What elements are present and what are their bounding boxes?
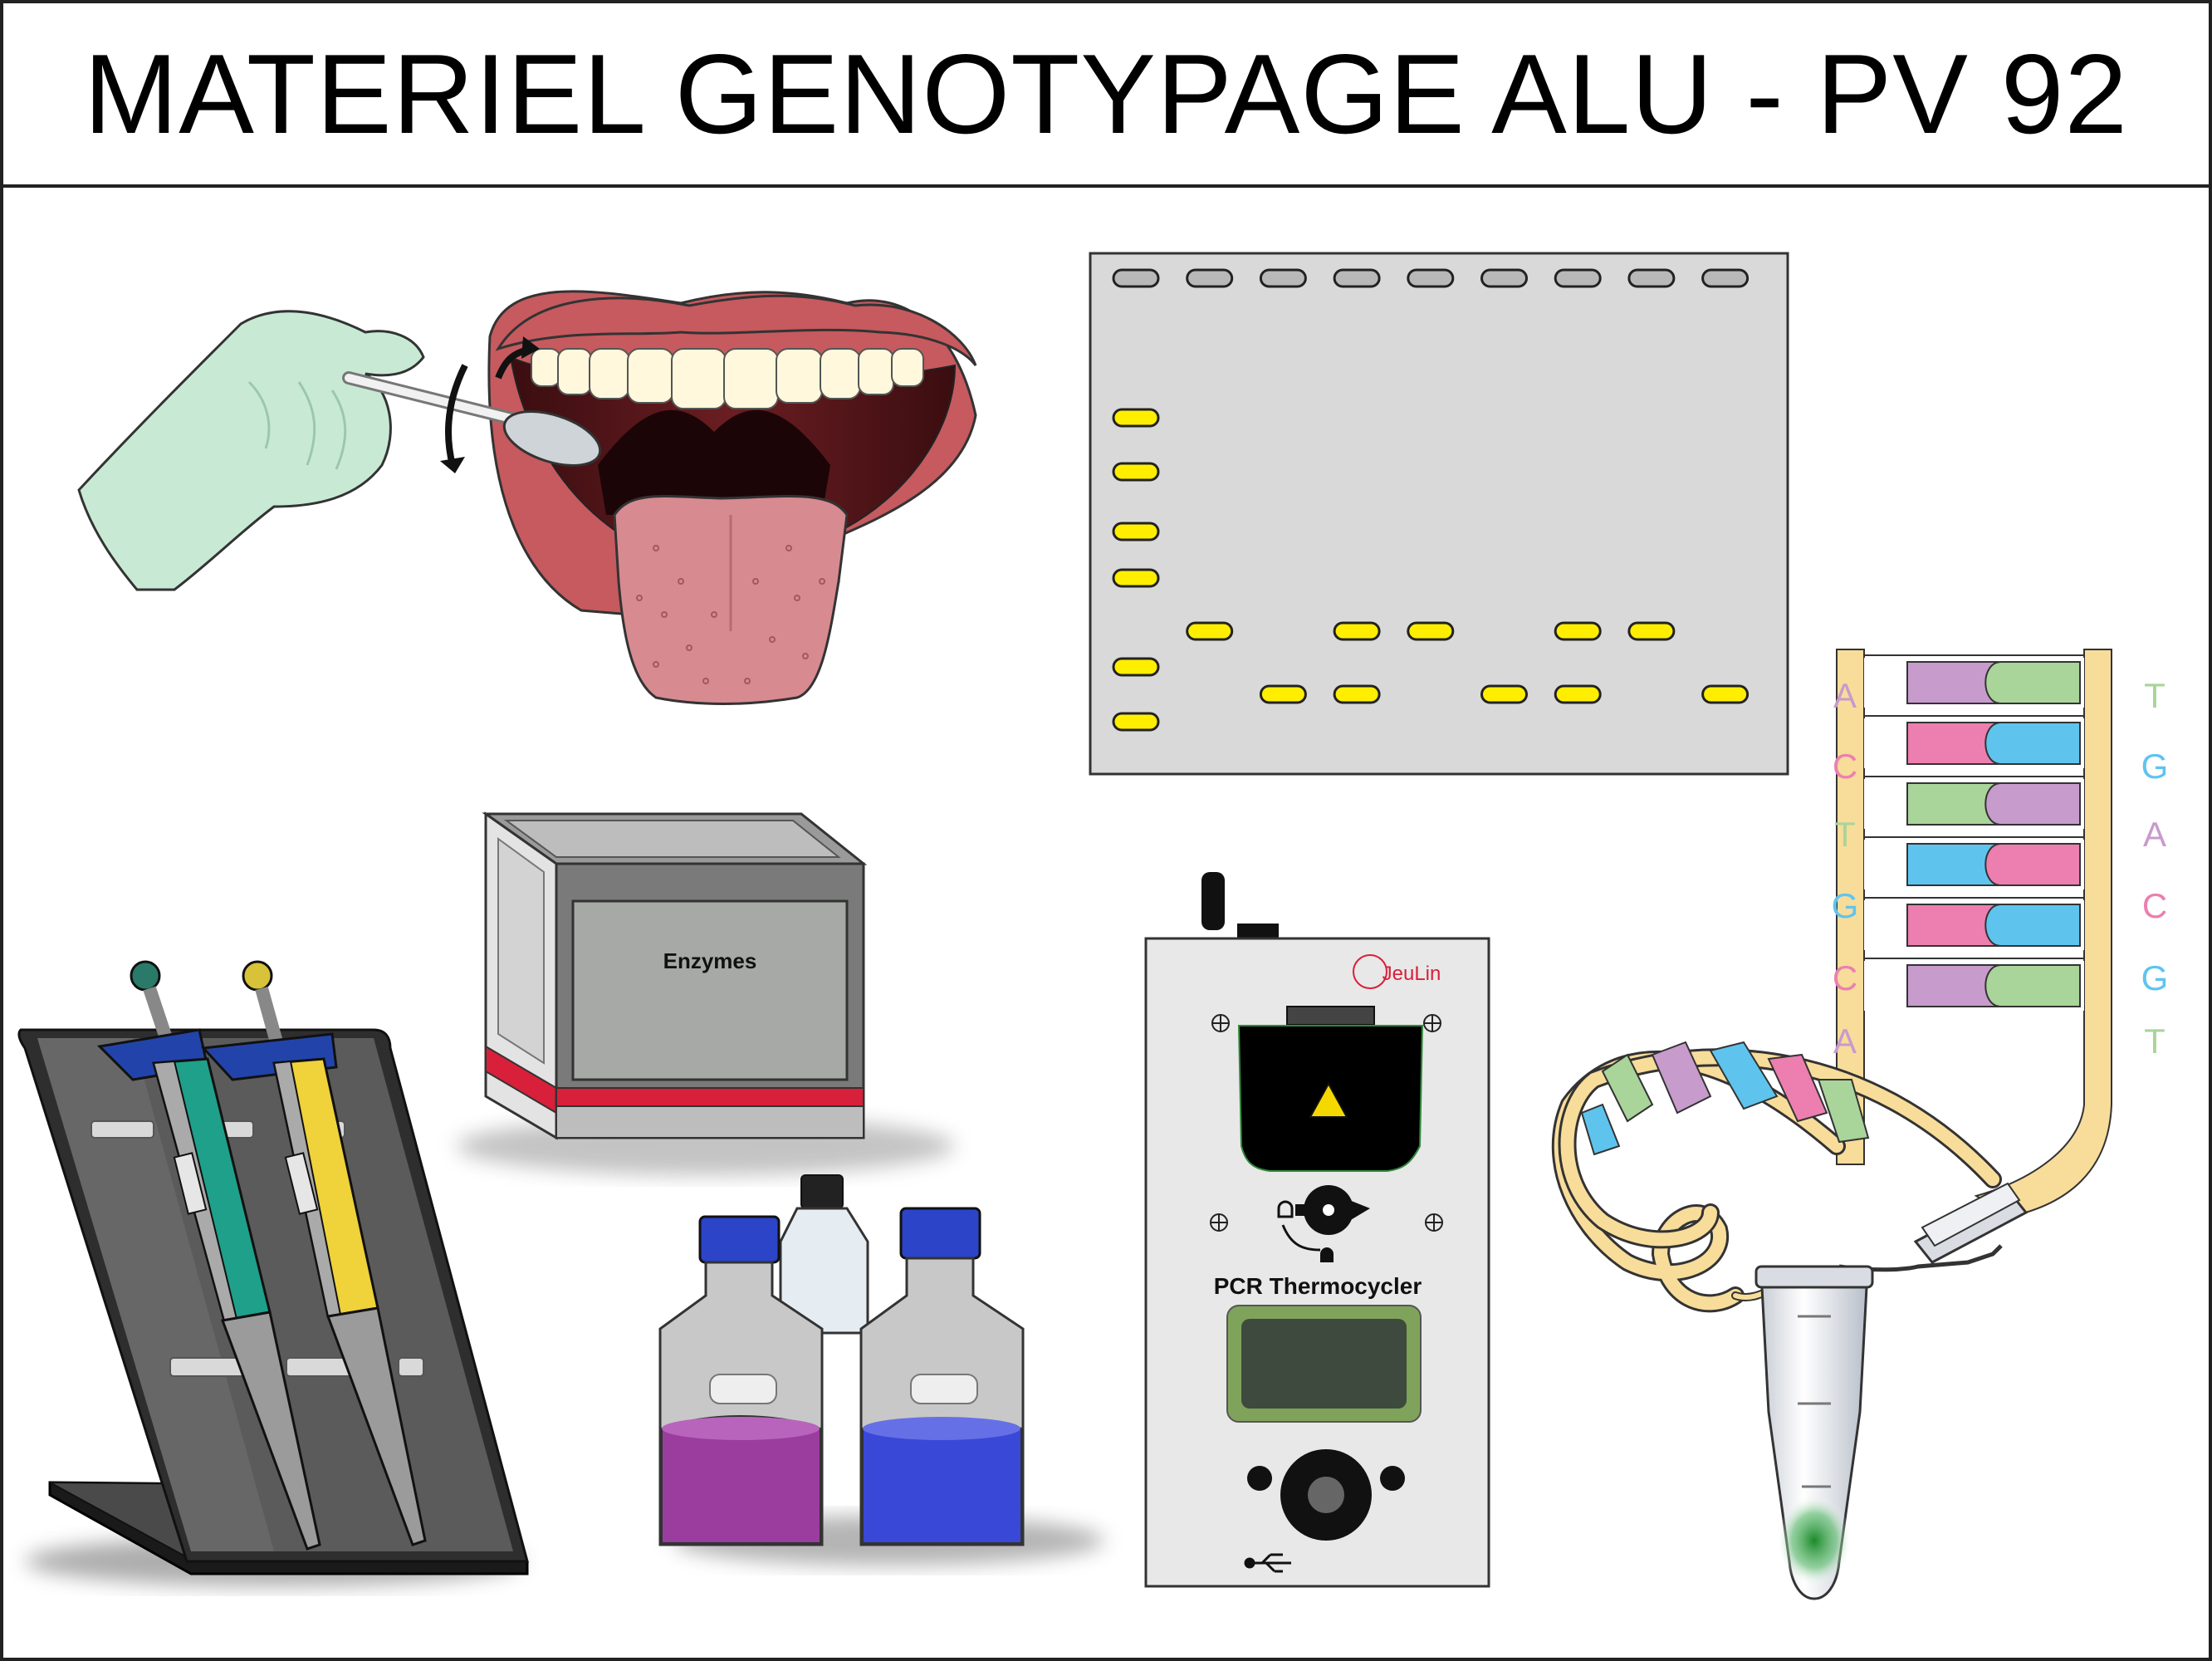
gel-well: [1112, 268, 1160, 288]
title-bar: MATERIEL GENOTYPAGE ALU - PV 92: [3, 3, 2209, 188]
dna-letter-left: G: [1832, 886, 1859, 925]
gel-band: [1186, 621, 1234, 641]
dna-base-left: [1906, 722, 1999, 765]
dna-base-right: [1984, 782, 2081, 826]
reagent-bottles-icon: [658, 1174, 1104, 1565]
gel-band: [1554, 684, 1602, 704]
gel-band: [1480, 684, 1528, 704]
gel-well: [1259, 268, 1307, 288]
gel-band: [1112, 568, 1160, 588]
dna-letter-left: A: [1833, 1022, 1857, 1061]
gel-well: [1701, 268, 1750, 288]
gel-band: [1112, 657, 1160, 677]
dna-letter-right: C: [2142, 886, 2167, 925]
dna-base-right: [1984, 843, 2081, 886]
gel-well: [1554, 268, 1602, 288]
incubator-label: Enzymes: [663, 948, 757, 973]
gel-band: [1112, 462, 1160, 482]
gel-band: [1333, 621, 1381, 641]
dna-base-right: [1984, 964, 2081, 1007]
dna-base-left: [1906, 661, 1999, 704]
microcentrifuge-tube-icon: [1754, 1182, 2028, 1600]
gel-band: [1554, 621, 1602, 641]
dna-base-right: [1984, 904, 2081, 947]
gel-well: [1627, 268, 1676, 288]
dna-letter-right: A: [2143, 815, 2166, 854]
enzyme-incubator-icon: Enzymes: [457, 811, 955, 1175]
gel-band: [1112, 408, 1160, 428]
gel-band: [1333, 684, 1381, 704]
thermocycler-brand: JeuLin: [1382, 963, 1441, 985]
gel-slab: [1089, 252, 1789, 776]
dna-letter-left: C: [1833, 747, 1857, 786]
gel-well: [1186, 268, 1234, 288]
dna-letter-left: A: [1833, 676, 1857, 715]
dna-letter-right: T: [2144, 1022, 2166, 1061]
dna-letter-right: G: [2141, 958, 2169, 997]
gel-band: [1407, 621, 1455, 641]
mouth-swab-icon: [77, 290, 977, 705]
micropipette-rack-icon: [17, 960, 529, 1586]
dna-letter-right: T: [2144, 676, 2166, 715]
gel-well: [1407, 268, 1455, 288]
thermocycler-label: PCR Thermocycler: [1214, 1273, 1422, 1299]
gel-band: [1112, 712, 1160, 732]
page-title: MATERIEL GENOTYPAGE ALU - PV 92: [83, 31, 2129, 157]
dna-base-left: [1906, 964, 1999, 1007]
dna-letter-left: T: [1834, 815, 1856, 854]
gel-band: [1627, 621, 1676, 641]
dna-letter-right: G: [2141, 747, 2169, 786]
dna-letter-left: C: [1833, 958, 1857, 997]
pcr-thermocycler-icon: JeuLin PCR Thermocycler: [1144, 872, 1490, 1588]
gel-well: [1333, 268, 1381, 288]
electrophoresis-gel-icon: [1089, 252, 1789, 776]
gel-band: [1112, 522, 1160, 541]
gel-band: [1259, 684, 1307, 704]
dna-base-right: [1984, 722, 2081, 765]
gel-band: [1701, 684, 1750, 704]
dna-base-right: [1984, 661, 2081, 704]
gel-well: [1480, 268, 1528, 288]
